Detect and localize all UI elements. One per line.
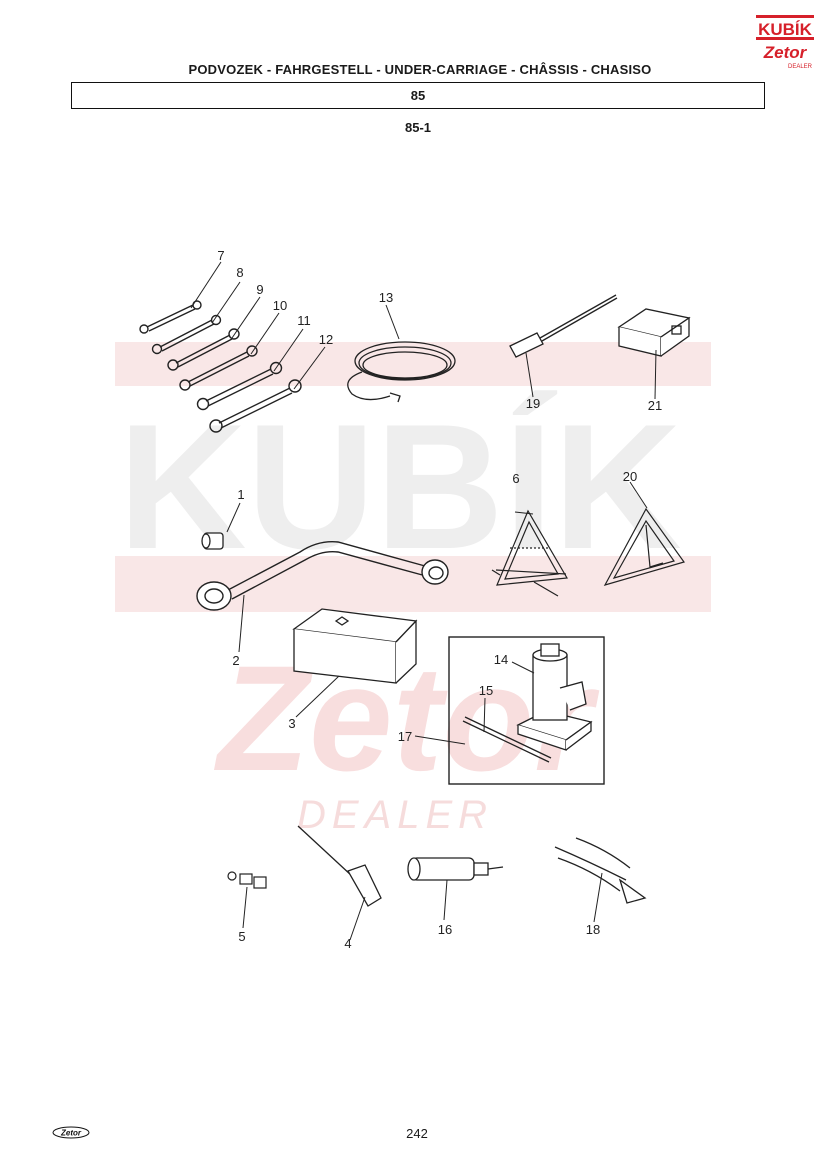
callout-17: 17 [398,729,412,744]
footer-logo-text: Zetor [60,1129,82,1138]
page-title: PODVOZEK - FAHRGESTELL - UNDER-CARRIAGE … [188,62,652,77]
footer-zetor-logo: Zetor [52,1126,90,1139]
callout-12: 12 [319,332,333,347]
callout-1: 1 [237,487,244,502]
page-number: 242 [406,1126,428,1141]
leader-lines [190,261,657,941]
jack-frame [448,636,605,785]
callout-13: 13 [379,290,393,305]
callout-7: 7 [217,248,224,263]
screwdriver [297,825,382,907]
logo-dealer-text: DEALER [788,64,813,70]
callout-5: 5 [238,929,245,944]
watermark-kubik: KUBÍK [118,387,682,586]
logo-kubik-text: KUBÍK [758,20,813,39]
callout-16: 16 [438,922,452,937]
callout-15: 15 [479,683,493,698]
hydraulic-jack [516,643,593,751]
callouts: 7 8 9 10 11 12 13 19 21 1 6 20 2 3 14 15… [217,248,662,951]
callout-14: 14 [494,652,508,667]
tool-box [617,308,691,357]
section-number: 85 [410,88,426,103]
callout-8: 8 [236,265,243,280]
grease-nipple [227,871,267,889]
callout-4: 4 [344,936,351,951]
callout-6: 6 [512,471,519,486]
watermark-dealer: DEALER [297,793,493,837]
callout-10: 10 [273,298,287,313]
callout-9: 9 [256,282,263,297]
figure-number: 85-1 [404,120,432,135]
kubik-zetor-logo: KUBÍK Zetor DEALER [756,15,814,70]
socket [201,532,224,550]
callout-20: 20 [623,469,637,484]
jack-handle [462,716,552,763]
callout-21: 21 [648,398,662,413]
grease-gun [407,857,504,881]
callout-2: 2 [232,653,239,668]
logo-zetor-text: Zetor [763,43,808,62]
callout-3: 3 [288,716,295,731]
warning-triangle [491,509,568,597]
first-aid-kit [292,608,418,684]
callout-11: 11 [297,313,311,328]
screwdriver-large [509,294,618,358]
warning-triangle-2 [603,507,685,586]
callout-18: 18 [586,922,600,937]
pliers [554,837,647,904]
air-hose [347,341,456,403]
spanner-set [139,300,302,433]
callout-19: 19 [526,396,540,411]
section-number-box: 85 [71,82,765,109]
wheel-brace [196,541,449,611]
